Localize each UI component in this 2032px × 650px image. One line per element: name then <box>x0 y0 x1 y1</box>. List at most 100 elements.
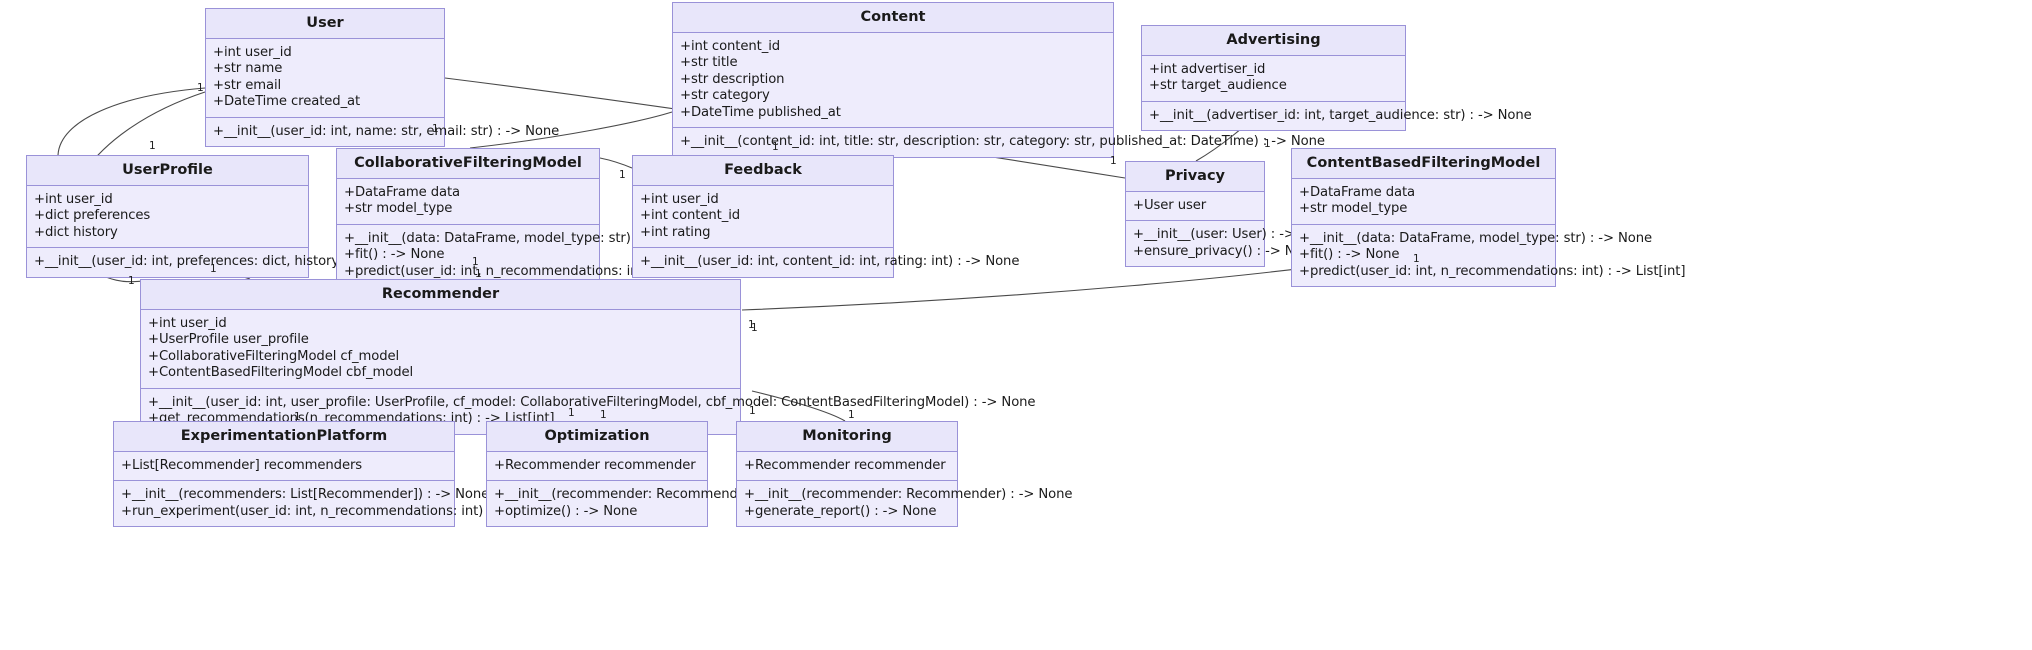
class-attribute: +int user_id <box>640 191 719 207</box>
class-attribute: +DataFrame data <box>1299 184 1416 200</box>
class-title: ExperimentationPlatform <box>114 422 454 452</box>
multiplicity-label: 1 <box>600 409 607 421</box>
multiplicity-label: 1 <box>472 256 479 268</box>
class-attribute: +dict history <box>34 224 118 240</box>
uml-class-optimization[interactable]: Optimization +Recommender recommender +__i… <box>486 421 823 528</box>
class-attribute: +List[Recommender] recommenders <box>121 457 363 473</box>
class-title: UserProfile <box>27 156 308 186</box>
class-title: ContentBasedFilteringModel <box>1292 149 1555 179</box>
class-title: Recommender <box>141 280 740 310</box>
class-attribute: +UserProfile user_profile <box>148 332 309 348</box>
class-method: +__init__(user_id: int, name: str, email… <box>213 123 560 139</box>
multiplicity-label: 1 <box>772 141 779 153</box>
class-method: +__init__(user_id: int, content_id: int,… <box>640 254 1020 270</box>
class-attribute: +DateTime published_at <box>680 104 841 120</box>
class-attribute: +int advertiser_id <box>1149 61 1266 77</box>
attributes-compartment: +User user <box>1126 191 1264 222</box>
multiplicity-label: 1 <box>748 319 755 331</box>
class-method: +__init__(recommender: Recommender) : ->… <box>744 487 1073 503</box>
uml-class-cfmodel[interactable]: CollaborativeFilteringModel+DataFrame da… <box>336 148 730 288</box>
class-attribute: +DataFrame data <box>344 184 461 200</box>
class-attribute: +Recommender recommender <box>494 457 696 473</box>
class-attribute: +str name <box>213 61 283 77</box>
attributes-compartment: +List[Recommender] recommenders <box>114 451 454 482</box>
class-method: +fit() : -> None <box>344 247 445 263</box>
multiplicity-label: 1 <box>294 411 301 423</box>
multiplicity-label: 1 <box>568 407 575 419</box>
uml-class-monitoring[interactable]: Monitoring +Recommender recommender +__ini… <box>736 421 1073 528</box>
class-attribute: +str category <box>680 88 770 104</box>
uml-class-experimentation[interactable]: ExperimentationPlatform +List[Recommender… <box>113 421 627 528</box>
attributes-compartment: +DataFrame data+str model_type <box>1292 178 1555 225</box>
attributes-compartment: +int content_id+str title+str descriptio… <box>673 32 1113 129</box>
uml-class-user[interactable]: User+int user_id+str name+str email+Date… <box>205 8 560 148</box>
class-attribute: +DateTime created_at <box>213 94 361 110</box>
association-edge <box>57 87 206 156</box>
class-attribute: +User user <box>1133 197 1207 213</box>
methods-compartment: +__init__(recommender: Recommender) : ->… <box>737 481 1073 527</box>
attributes-compartment: +int user_id+str name+str email+DateTime… <box>206 38 444 118</box>
uml-class-recommender[interactable]: Recommender+int user_id+UserProfile user… <box>140 279 1036 436</box>
methods-compartment: +__init__(data: DataFrame, model_type: s… <box>337 224 730 287</box>
methods-compartment: +__init__(data: DataFrame, model_type: s… <box>1292 224 1685 287</box>
class-method: +__init__(recommender: Recommender) : ->… <box>494 487 823 503</box>
class-title: Monitoring <box>737 422 957 452</box>
class-attribute: +str model_type <box>1299 201 1408 217</box>
class-title: Content <box>673 3 1113 33</box>
multiplicity-label: 1 <box>751 322 758 334</box>
class-attribute: +CollaborativeFilteringModel cf_model <box>148 348 400 364</box>
class-attribute: +int content_id <box>640 208 741 224</box>
class-method: +__init__(user_id: int, user_profile: Us… <box>148 394 1036 410</box>
class-method: +__init__(advertiser_id: int, target_aud… <box>1149 107 1532 123</box>
class-method: +__init__(user_id: int, preferences: dic… <box>34 254 442 270</box>
class-title: Feedback <box>633 156 893 186</box>
class-attribute: +int user_id <box>213 44 292 60</box>
class-attribute: +str model_type <box>344 201 453 217</box>
methods-compartment: +__init__(user_id: int, preferences: dic… <box>27 248 442 277</box>
association-edge <box>599 157 633 169</box>
attributes-compartment: +int advertiser_id+str target_audience <box>1142 55 1405 102</box>
class-attribute: +int rating <box>640 224 711 240</box>
attributes-compartment: +int user_id+dict preferences+dict histo… <box>27 185 308 249</box>
class-attribute: +int user_id <box>34 191 113 207</box>
multiplicity-label: 1 <box>1264 138 1271 150</box>
class-attribute: +ContentBasedFilteringModel cbf_model <box>148 365 414 381</box>
multiplicity-label: 1 <box>475 268 482 280</box>
uml-class-privacy[interactable]: Privacy +User user +__init__(user: User) :… <box>1125 161 1333 268</box>
methods-compartment: +__init__(user: User) : -> None+ensure_p… <box>1126 221 1333 267</box>
class-method: +run_experiment(user_id: int, n_recommen… <box>121 503 627 519</box>
methods-compartment: +__init__(user_id: int, name: str, email… <box>206 117 560 147</box>
class-attribute: +str description <box>680 71 785 87</box>
multiplicity-label: 1 <box>848 409 855 421</box>
class-title: Privacy <box>1126 162 1264 192</box>
methods-compartment: +__init__(user_id: int, content_id: int,… <box>633 248 1020 277</box>
class-method: +ensure_privacy() : -> None <box>1133 243 1319 259</box>
class-title: User <box>206 9 444 39</box>
attributes-compartment: +Recommender recommender <box>737 451 957 482</box>
multiplicity-label: 1 <box>749 405 756 417</box>
class-method: +generate_report() : -> None <box>744 503 937 519</box>
multiplicity-label: 1 <box>197 82 204 94</box>
multiplicity-label: 1 <box>1413 253 1420 265</box>
uml-class-cbfmodel[interactable]: ContentBasedFilteringModel+DataFrame dat… <box>1291 148 1685 288</box>
uml-class-feedback[interactable]: Feedback +int user_id+int content_id+int … <box>632 155 1020 278</box>
uml-class-advertising[interactable]: Advertising+int advertiser_id+str target… <box>1141 25 1532 132</box>
methods-compartment: +__init__(advertiser_id: int, target_aud… <box>1142 101 1532 131</box>
uml-class-content[interactable]: Content+int content_id+str title+str des… <box>672 2 1325 159</box>
multiplicity-label: 1 <box>128 275 135 287</box>
methods-compartment: +__init__(recommenders: List[Recommender… <box>114 481 627 527</box>
class-attribute: +Recommender recommender <box>744 457 946 473</box>
multiplicity-label: 1 <box>432 123 439 135</box>
methods-compartment: +__init__(content_id: int, title: str, d… <box>673 128 1325 158</box>
class-attribute: +str email <box>213 77 282 93</box>
uml-class-userprofile[interactable]: UserProfile+int user_id+dict preferences… <box>26 155 442 278</box>
multiplicity-label: 1 <box>619 169 626 181</box>
class-method: +__init__(user: User) : -> None <box>1133 227 1333 243</box>
methods-compartment: +__init__(recommender: Recommender) : ->… <box>487 481 823 527</box>
class-title: Optimization <box>487 422 707 452</box>
multiplicity-label: 1 <box>149 140 156 152</box>
class-attribute: +dict preferences <box>34 208 151 224</box>
class-method: +fit() : -> None <box>1299 247 1400 263</box>
class-method: +__init__(data: DataFrame, model_type: s… <box>344 230 698 246</box>
